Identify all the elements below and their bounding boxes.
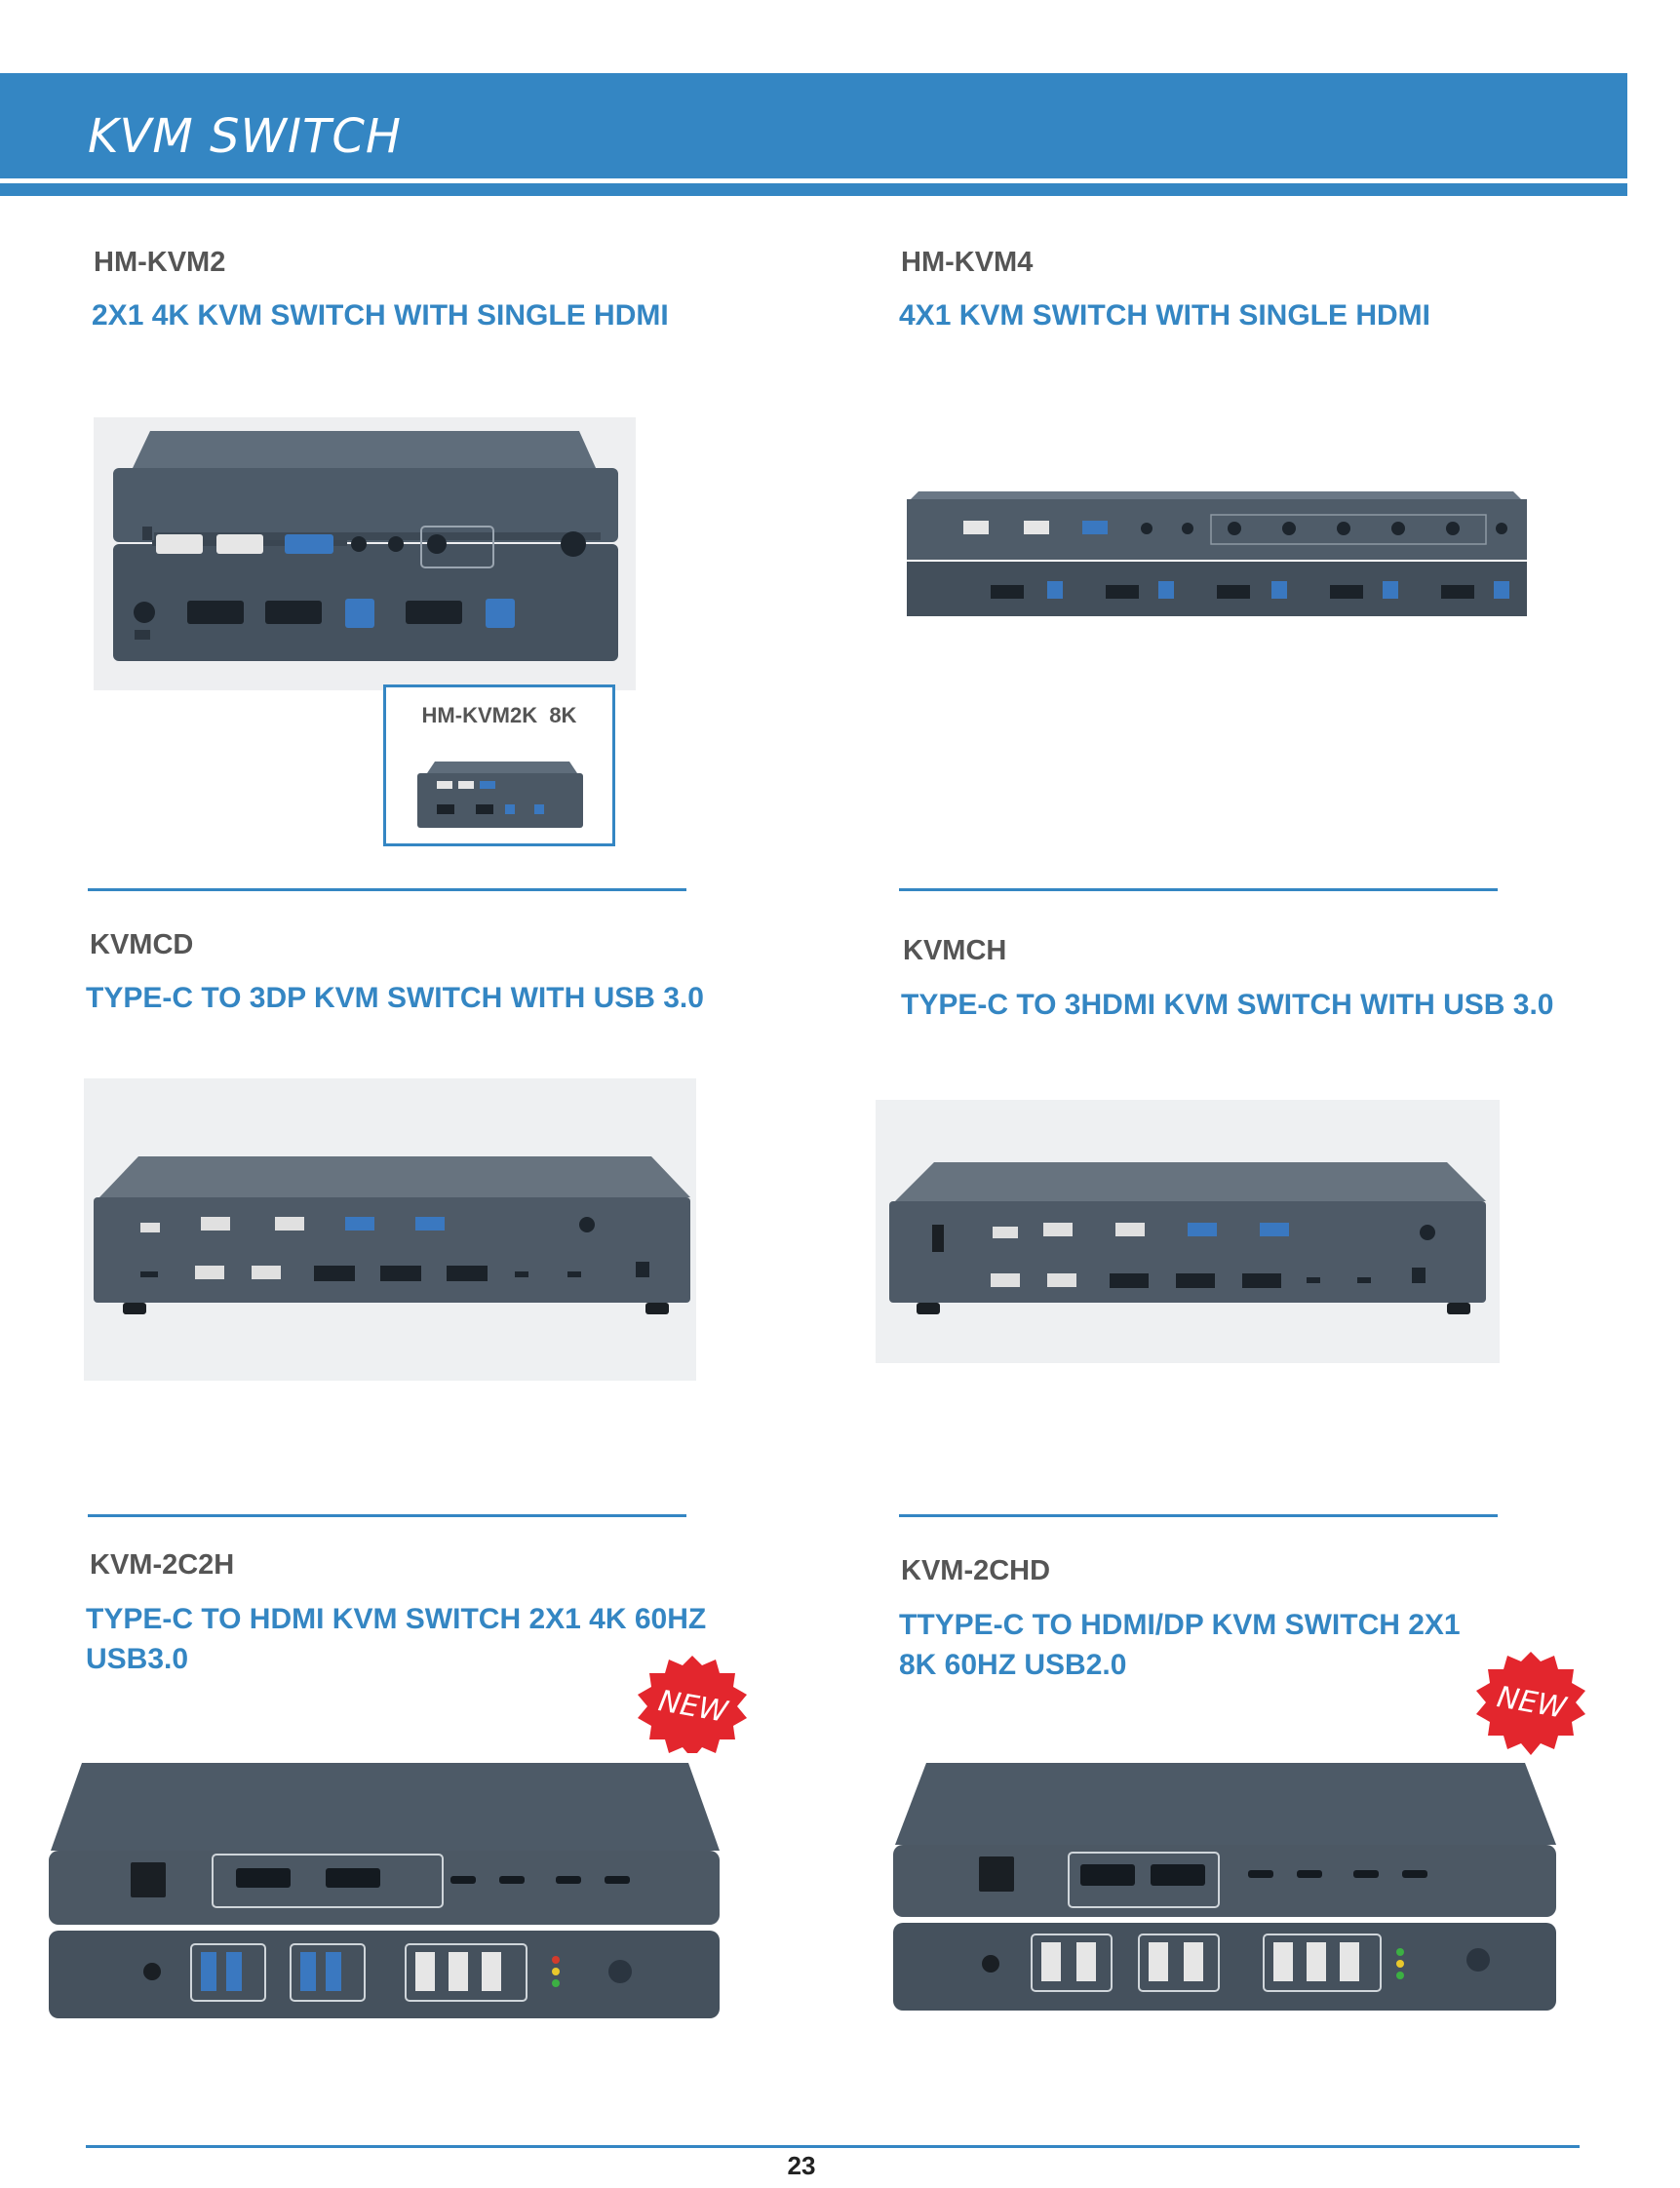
product-title: 2X1 4K KVM SWITCH WITH SINGLE HDMI bbox=[92, 299, 669, 332]
product-model: KVMCD bbox=[90, 929, 194, 960]
product-model: HM-KVM2 bbox=[94, 247, 226, 278]
product-photo bbox=[94, 417, 636, 690]
product-title-line: USB3.0 bbox=[86, 1643, 189, 1675]
footer-rule bbox=[86, 2145, 1580, 2148]
new-badge: NEW bbox=[638, 1656, 747, 1759]
inset-device-photo bbox=[408, 758, 593, 832]
product-title-line: TYPE-C TO HDMI KVM SWITCH 2X1 4K 60HZ bbox=[86, 1603, 707, 1635]
divider bbox=[899, 1514, 1498, 1517]
divider bbox=[899, 888, 1498, 891]
product-title: TTYPE-C TO HDMI/DP KVM SWITCH 2X1 8K 60H… bbox=[899, 1605, 1461, 1685]
product-title-line: 8K 60HZ USB2.0 bbox=[899, 1649, 1127, 1681]
page-number: 23 bbox=[787, 2151, 816, 2180]
new-badge: NEW bbox=[1476, 1652, 1585, 1755]
inset-box: HM-KVM2K 8K bbox=[383, 684, 615, 846]
header-banner bbox=[0, 73, 1627, 178]
product-photo bbox=[45, 1753, 725, 2028]
page-title: KVM SWITCH bbox=[88, 109, 402, 164]
header-underline bbox=[0, 183, 1627, 196]
product-title: TYPE-C TO 3HDMI KVM SWITCH WITH USB 3.0 bbox=[901, 989, 1554, 1021]
product-photo bbox=[903, 491, 1529, 616]
product-title: TYPE-C TO HDMI KVM SWITCH 2X1 4K 60HZ US… bbox=[86, 1599, 706, 1679]
product-title-line: TTYPE-C TO HDMI/DP KVM SWITCH 2X1 bbox=[899, 1609, 1461, 1641]
product-photo bbox=[84, 1078, 696, 1381]
divider bbox=[88, 1514, 686, 1517]
inset-label: HM-KVM2K 8K bbox=[421, 703, 577, 727]
divider bbox=[88, 888, 686, 891]
product-title: 4X1 KVM SWITCH WITH SINGLE HDMI bbox=[899, 299, 1431, 332]
product-title: TYPE-C TO 3DP KVM SWITCH WITH USB 3.0 bbox=[86, 982, 704, 1014]
product-model: HM-KVM4 bbox=[901, 247, 1034, 278]
product-model: KVM-2C2H bbox=[90, 1549, 235, 1581]
product-photo bbox=[889, 1755, 1562, 2018]
product-model: KVMCH bbox=[903, 935, 1007, 966]
product-photo bbox=[876, 1100, 1500, 1363]
product-model: KVM-2CHD bbox=[901, 1555, 1051, 1586]
